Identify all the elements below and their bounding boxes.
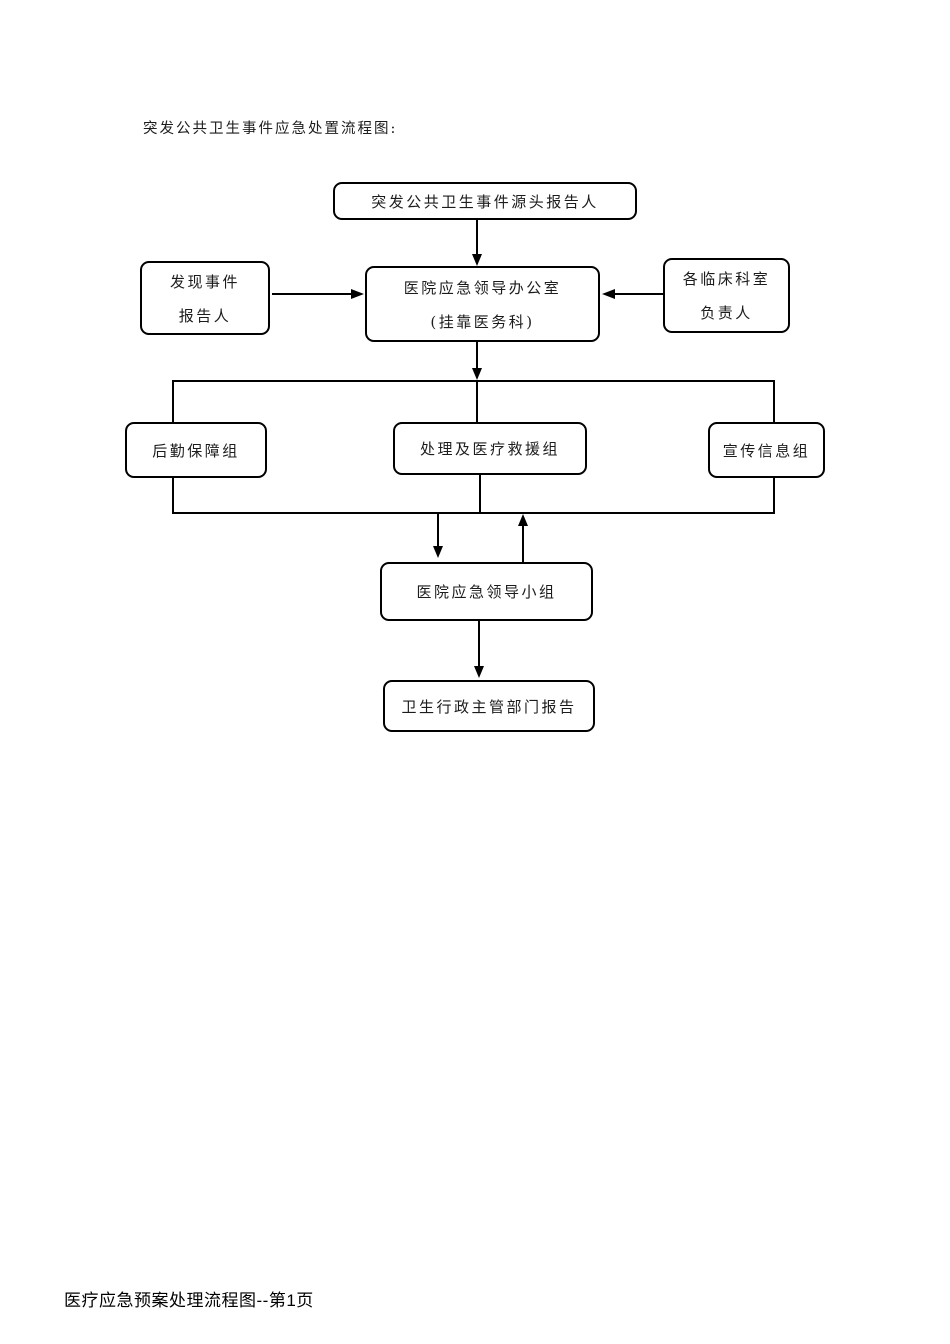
merge-publicity-line — [773, 478, 775, 514]
flow-node-label: 负责人 — [700, 304, 753, 322]
flow-node-source-reporter: 突发公共卫生事件源头报告人 — [333, 182, 637, 220]
arrowhead-down-icon — [474, 666, 484, 678]
arrowhead-down-icon — [433, 546, 443, 558]
connector-clinical-to-office-line — [615, 293, 663, 295]
connector-leadgroup-to-bus-line — [522, 526, 524, 562]
arrowhead-up-icon — [518, 514, 528, 526]
bus-drop-rescue-line — [476, 381, 478, 422]
flow-node-label: 医院应急领导办公室 — [403, 278, 562, 297]
flow-node-label: 突发公共卫生事件源头报告人 — [371, 192, 599, 211]
flow-node-event-discoverer: 发现事件 报告人 — [140, 261, 270, 335]
flow-node-emergency-office: 医院应急领导办公室 (挂靠医务科) — [365, 266, 600, 342]
flow-node-label: 各临床科室 — [682, 270, 771, 288]
connector-source-to-office-line — [476, 220, 478, 256]
flow-node-logistics-group: 后勤保障组 — [125, 422, 267, 478]
flow-node-label: 发现事件 — [169, 272, 240, 291]
flow-node-label: (挂靠医务科) — [430, 312, 535, 331]
flow-node-label: 后勤保障组 — [152, 441, 240, 460]
arrowhead-down-icon — [472, 254, 482, 266]
distributor-bus-bottom — [172, 512, 775, 514]
flow-node-label: 宣传信息组 — [722, 441, 811, 460]
footer-page-label: 医疗应急预案处理流程图--第1页 — [64, 1291, 314, 1310]
flow-node-rescue-group: 处理及医疗救援组 — [393, 422, 587, 475]
bus-drop-logistics-line — [172, 381, 174, 422]
flow-node-label: 处理及医疗救援组 — [419, 440, 560, 458]
merge-rescue-line — [479, 475, 481, 514]
flow-node-label: 医院应急领导小组 — [416, 583, 557, 601]
arrowhead-down-icon — [472, 368, 482, 380]
arrowhead-right-icon — [351, 289, 364, 299]
arrowhead-left-icon — [602, 289, 615, 299]
distributor-bus-top — [172, 380, 775, 382]
connector-discoverer-to-office-line — [272, 293, 352, 295]
merge-logistics-line — [172, 478, 174, 514]
page-title: 突发公共卫生事件应急处置流程图: — [143, 121, 398, 137]
flow-node-clinical-depts: 各临床科室 负责人 — [663, 258, 790, 333]
connector-bus-to-leadgroup-line — [437, 514, 439, 548]
flow-node-label: 报告人 — [178, 306, 232, 325]
flow-node-label: 卫生行政主管部门报告 — [401, 697, 577, 716]
connector-office-to-bus-line — [476, 342, 478, 369]
bus-drop-publicity-line — [773, 381, 775, 422]
flow-node-health-admin-report: 卫生行政主管部门报告 — [383, 680, 595, 732]
connector-leadgroup-to-report-line — [478, 621, 480, 667]
flow-node-publicity-group: 宣传信息组 — [708, 422, 825, 478]
flow-node-leadership-group: 医院应急领导小组 — [380, 562, 593, 621]
